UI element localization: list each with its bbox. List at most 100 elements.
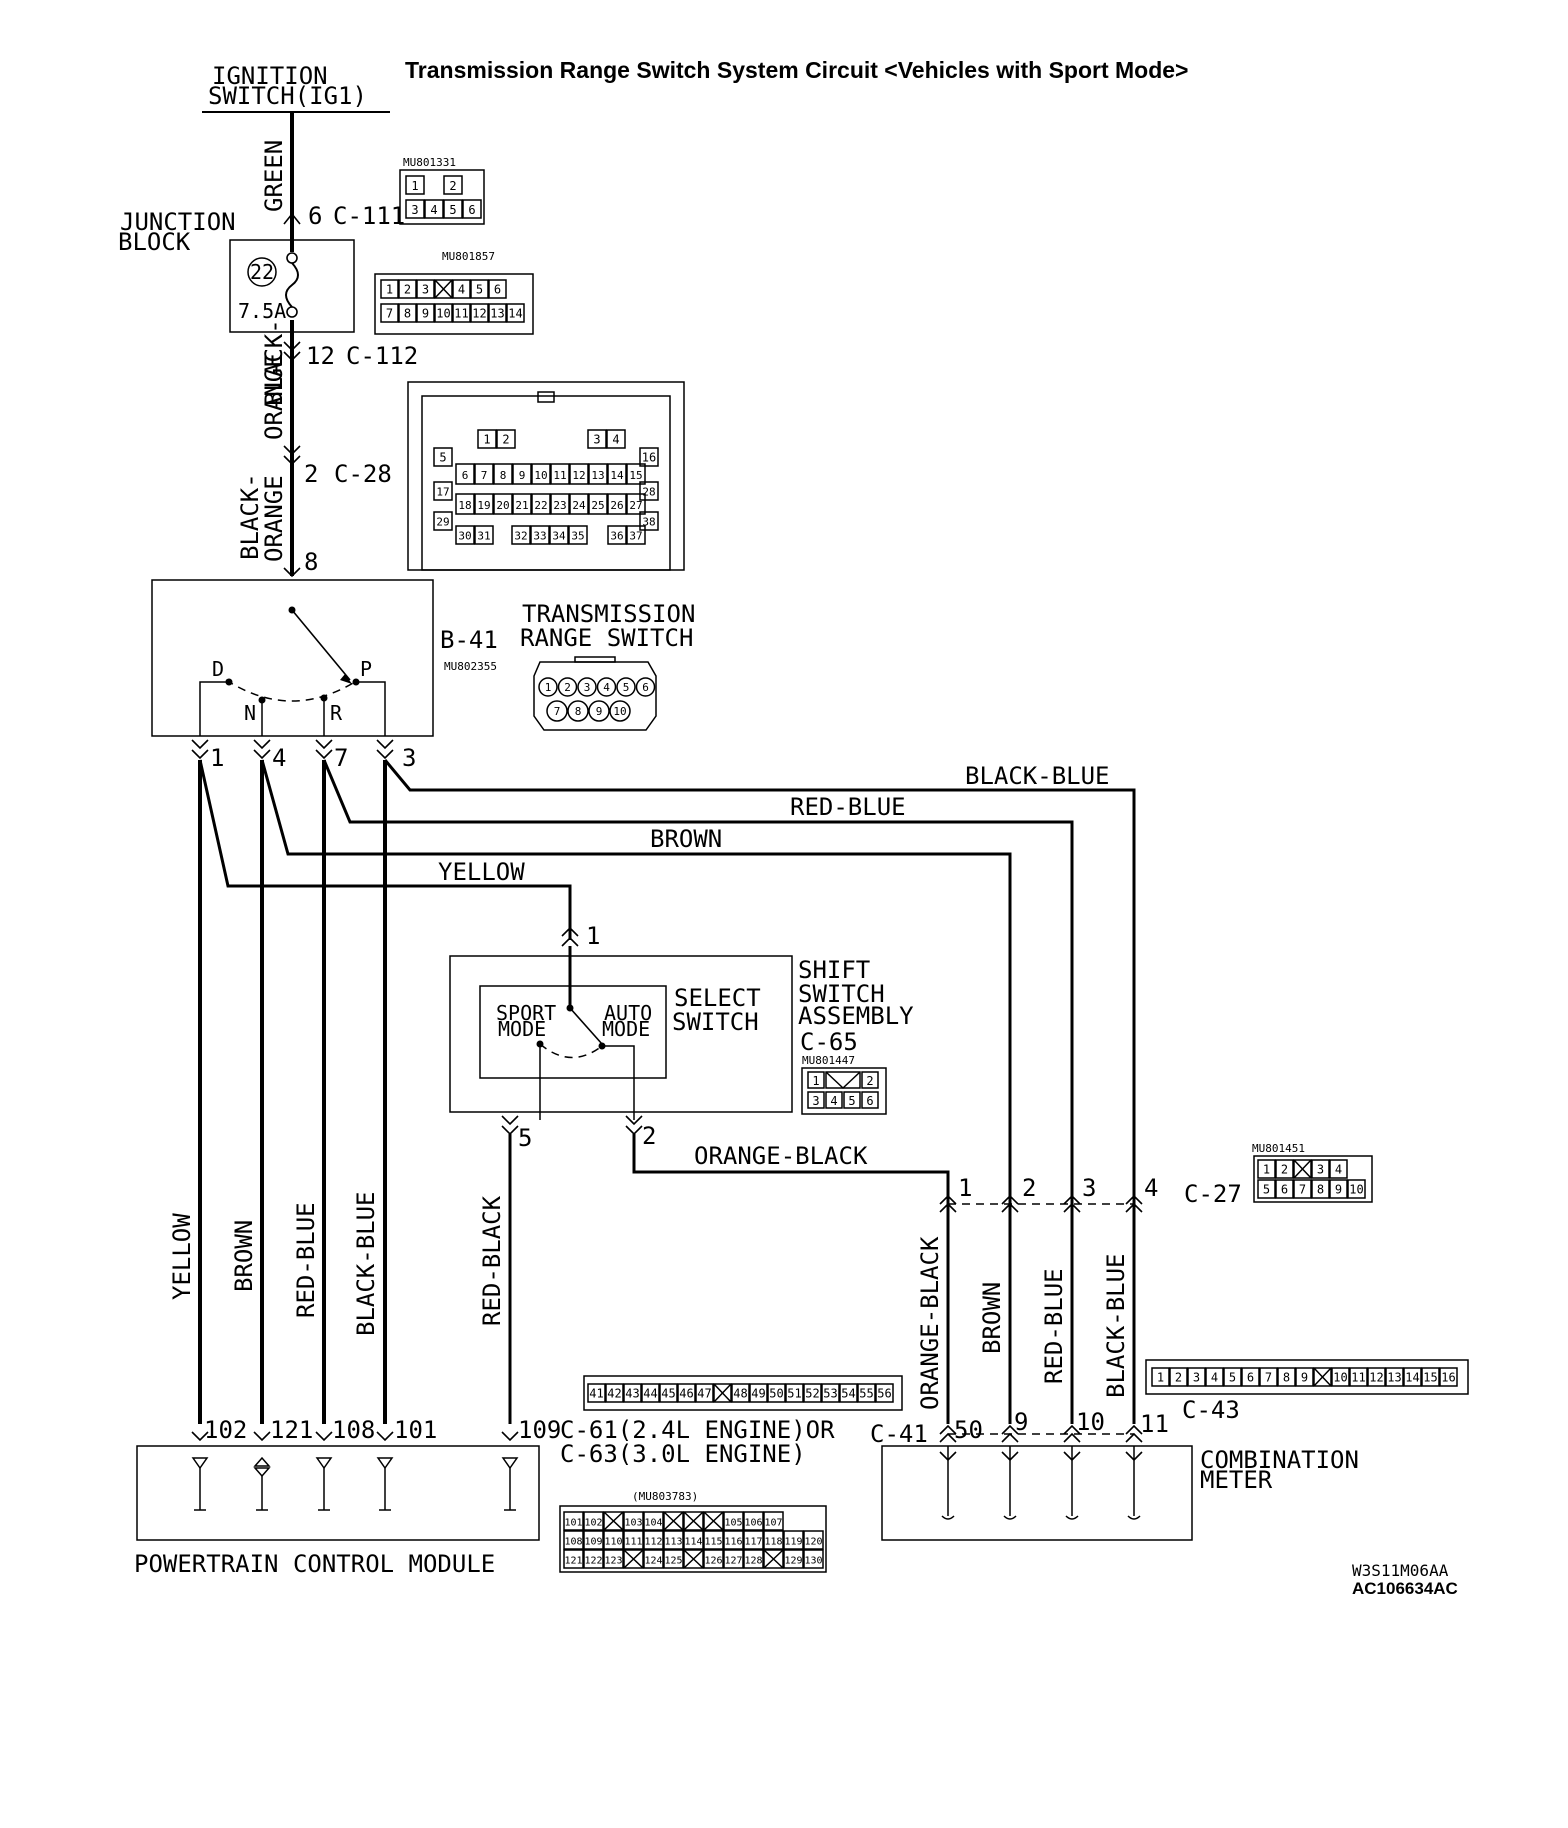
pin-arrow — [1125, 1451, 1143, 1462]
pin-cell — [1187, 1367, 1206, 1387]
pin-cell — [583, 1530, 604, 1550]
pin-number: 10 — [613, 705, 626, 718]
pin-cell — [470, 279, 489, 299]
pin-number: 35 — [571, 530, 584, 543]
pin-arrow — [253, 1431, 271, 1442]
pin-number: 21 — [515, 499, 528, 512]
switch-blade — [291, 609, 351, 681]
pin-cell — [683, 1530, 704, 1550]
pin-cell — [583, 1549, 604, 1569]
pin-number: 32 — [514, 530, 527, 543]
c43-face — [1145, 1359, 1469, 1395]
bidirectional-symbol — [253, 1456, 271, 1478]
pin-number: 124 — [644, 1556, 662, 1567]
pin-cell — [405, 175, 425, 195]
pin-number: 119 — [784, 1537, 802, 1548]
pin-cell — [607, 463, 627, 485]
pin-cell — [588, 493, 608, 515]
c27-part: MU801451 — [1252, 1142, 1305, 1155]
pin-cell — [1205, 1367, 1224, 1387]
pin-cell — [531, 463, 551, 485]
wire-label-red-blue: RED-BLUE — [292, 1202, 320, 1318]
pin-cell — [380, 279, 399, 299]
pin-cell — [783, 1530, 804, 1550]
pin-number: 104 — [644, 1518, 662, 1529]
pin-cell-empty — [663, 1511, 684, 1531]
cell-x-mark — [1313, 1367, 1332, 1387]
pin-cell — [563, 1511, 584, 1531]
position-r: R — [330, 701, 343, 725]
pin-number: 9 — [1335, 1183, 1342, 1197]
pin-number: 109 — [584, 1537, 602, 1548]
pin-cell — [807, 1071, 825, 1089]
shift-switch-box — [449, 955, 793, 1113]
pin-arrow — [501, 1115, 519, 1126]
wire-label-black-blue-top: BLACK-BLUE — [965, 762, 1110, 790]
pin-arrow — [376, 1431, 394, 1442]
pin-cell — [785, 1383, 804, 1403]
c65-part: MU801447 — [802, 1054, 855, 1067]
shift-label-line3: ASSEMBLY — [798, 1002, 914, 1030]
pin-number: 3 — [584, 681, 591, 694]
pin-cell — [677, 1383, 696, 1403]
junction-label-line1: JUNCTION — [120, 208, 236, 236]
pin-cell-empty — [1293, 1159, 1312, 1179]
pin-number: 1 — [483, 433, 490, 447]
pin-arrow — [625, 1115, 643, 1126]
meter-pins: C-41 50 9 10 11 — [870, 1408, 1169, 1448]
pin-cell — [623, 1511, 644, 1531]
pin-cell — [398, 279, 417, 299]
pin-cell — [563, 1549, 584, 1569]
pin-cell — [1293, 1179, 1312, 1199]
switch-travel-arc — [225, 679, 359, 702]
c28-pin: 2 — [304, 460, 318, 488]
pcm-pin-121: 121 — [270, 1416, 313, 1444]
pin-cell — [455, 463, 475, 485]
pin-cell-empty — [434, 279, 453, 299]
pin-cell — [405, 199, 425, 219]
pin-number: 4 — [430, 203, 437, 217]
pin-cell — [635, 677, 656, 697]
switch-blade-tip — [340, 674, 352, 684]
pin-number: 110 — [604, 1537, 622, 1548]
cell-x-mark — [434, 279, 453, 299]
pin-cell — [434, 303, 453, 323]
range-switch-part: MU802355 — [444, 660, 497, 673]
pin-arrow — [625, 1125, 643, 1136]
pin-number: 115 — [704, 1537, 722, 1548]
pin-number: 5 — [476, 283, 483, 297]
pin-cell — [493, 493, 513, 515]
pin-number: 102 — [584, 1518, 602, 1529]
pin-cell — [703, 1530, 724, 1550]
pin-number: 106 — [744, 1518, 762, 1529]
meter-lead — [1127, 1446, 1141, 1520]
pin-number: 121 — [564, 1556, 582, 1567]
pin-number: 14 — [508, 307, 522, 321]
junction-block: JUNCTION BLOCK 22 7.5A — [118, 208, 355, 333]
pin-arrow — [191, 1431, 209, 1442]
transmission-range-switch: D N R P B-41 MU802355 TRANSMISSION RANGE… — [151, 579, 695, 737]
pin-number: 113 — [664, 1537, 682, 1548]
pin-cell — [1275, 1179, 1294, 1199]
pin-number: 107 — [764, 1518, 782, 1529]
pin-cell — [743, 1549, 764, 1569]
wire-label-brown-top: BROWN — [650, 825, 722, 853]
select-blade — [569, 1007, 603, 1045]
pin-cell — [587, 429, 607, 449]
c28-inner-shell — [421, 395, 671, 571]
pin-number: 16 — [1441, 1371, 1455, 1385]
pin-cell-empty — [763, 1549, 784, 1569]
pin-arrow — [1125, 1202, 1143, 1213]
pin-number: 16 — [642, 451, 656, 465]
pin-cell — [723, 1530, 744, 1550]
pin-cell — [546, 700, 568, 722]
powertrain-control-module: POWERTRAIN CONTROL MODULE C-61(2.4L ENGI… — [134, 1416, 835, 1578]
c65-face — [801, 1067, 887, 1115]
pin-cell — [563, 1530, 584, 1550]
